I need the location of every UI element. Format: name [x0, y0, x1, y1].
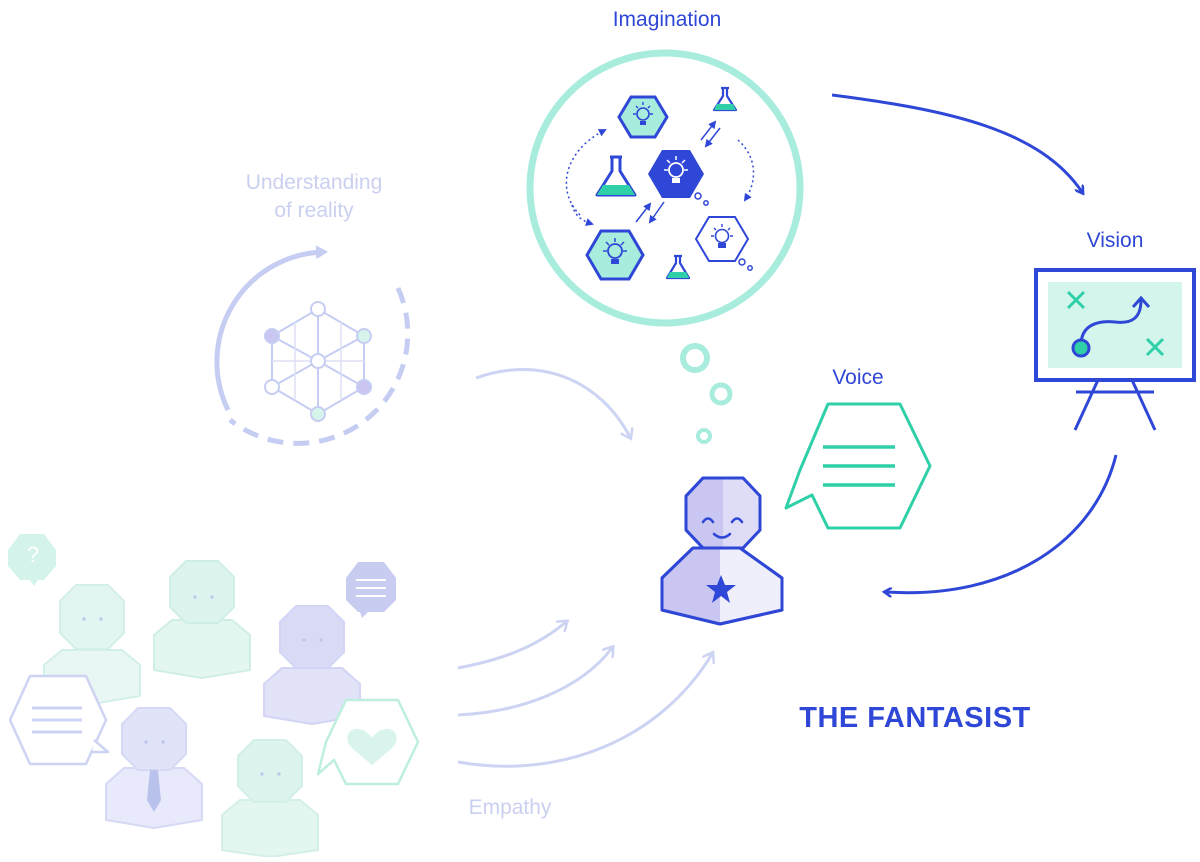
- flow-arrows: [457, 93, 1118, 768]
- heart-icon: [347, 728, 397, 765]
- understanding-cycle: [214, 245, 411, 446]
- empathy-label: Empathy: [468, 796, 552, 819]
- arrow-imagination-to-vision: [831, 93, 1082, 192]
- arrow-empathy-2: [457, 648, 612, 717]
- flask-icon: [665, 254, 691, 280]
- cube-network-icon: [264, 301, 372, 422]
- empathy-crowd: [8, 534, 420, 858]
- imagination-label: Imagination: [612, 8, 722, 31]
- heart-bubble-icon: [316, 698, 420, 786]
- speech-bubble-icon: [8, 674, 110, 766]
- lightbulb-icon: [617, 95, 669, 139]
- arrow-empathy-1: [457, 622, 566, 670]
- vision-label: Vision: [1086, 229, 1144, 252]
- understanding-label-line2: of reality: [274, 199, 354, 222]
- crowd-person: [105, 707, 203, 829]
- flask-icon: [712, 86, 738, 112]
- arrow-empathy-3: [457, 654, 712, 768]
- arrow-understanding-to-fantasist: [475, 368, 630, 438]
- imagination-bubble: [526, 49, 804, 444]
- voice-label: Voice: [832, 366, 884, 389]
- understanding-label-line1: Understanding: [245, 171, 383, 194]
- speech-bubble-icon: [784, 402, 932, 530]
- question-mark-label: ?: [26, 542, 40, 567]
- flask-icon: [595, 155, 637, 197]
- fantasist-title: THE FANTASIST: [799, 702, 1031, 734]
- lightbulb-icon: [585, 229, 645, 281]
- lightbulb-icon: [694, 216, 753, 271]
- star-icon: [706, 575, 736, 603]
- crowd-person: [153, 560, 251, 679]
- speech-bubble-icon: [346, 562, 396, 618]
- lightbulb-icon: [648, 150, 709, 206]
- crowd-person: [263, 605, 361, 725]
- question-bubble-icon: [8, 534, 56, 586]
- easel-icon: [1034, 268, 1196, 431]
- fantasist-character: [660, 476, 784, 626]
- crowd-person: [221, 739, 319, 858]
- arrow-vision-to-fantasist: [886, 454, 1118, 593]
